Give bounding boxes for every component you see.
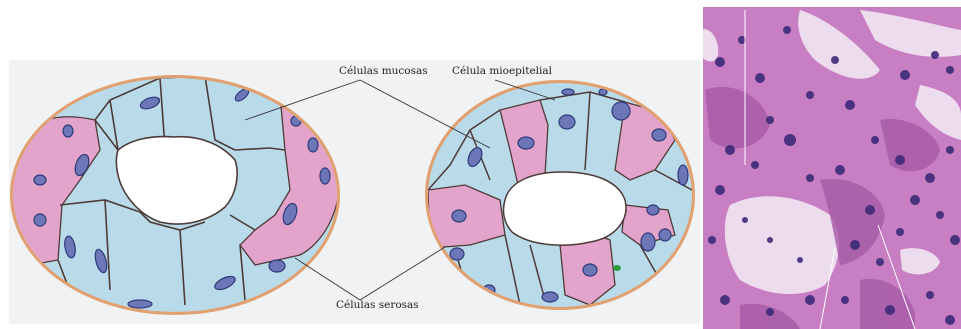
left-acinus	[10, 75, 340, 315]
right-lumen	[503, 172, 625, 245]
label-myoepithelial-cell: Célula mioepitelial	[452, 65, 553, 77]
label-mucous-cells: Células mucosas	[339, 65, 428, 77]
micrograph	[700, 7, 961, 329]
label-serous-cells: Células serosas	[336, 299, 419, 311]
right-acinus	[425, 80, 695, 310]
green-marker	[613, 265, 621, 271]
